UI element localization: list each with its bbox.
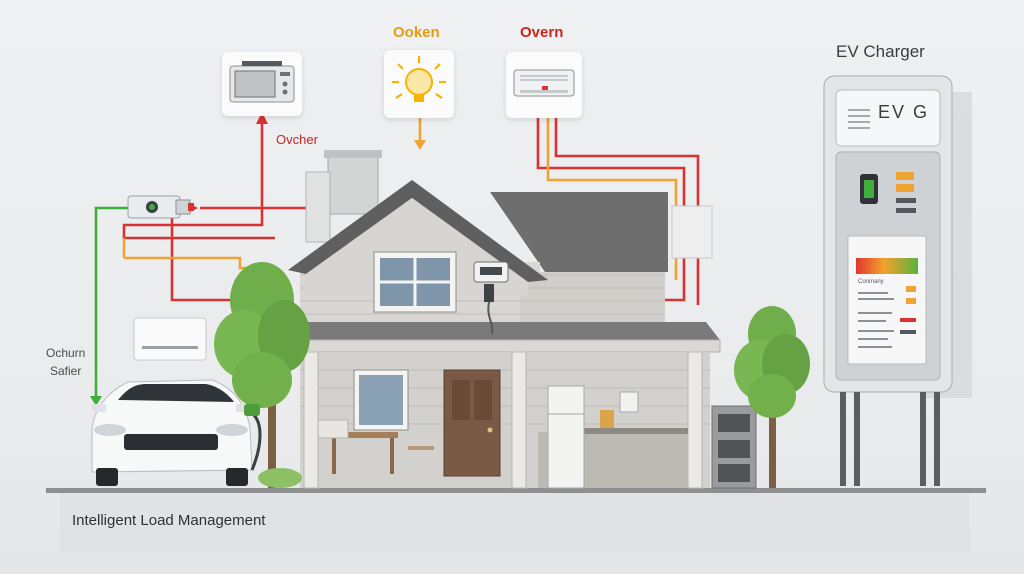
label-overn: Overn [520,24,564,41]
light-bulb-icon [392,56,446,102]
green-line-car [94,206,128,398]
arrow-bulb [414,140,426,150]
house [285,150,721,489]
ev-charger [823,75,972,486]
air-conditioner-icon [513,69,575,97]
load-gradient-bar [856,258,918,274]
label-ovcher: Ovcher [276,132,318,147]
charger-brand: EV G [878,102,930,122]
tree-left [214,262,310,488]
diagram-caption: Intelligent Load Management [72,512,266,529]
tree-right [734,306,810,488]
red-line-microwave [122,112,275,240]
label-ev-charger: EV Charger [836,42,925,61]
label-ooken: Ooken [393,24,440,41]
label-ochurn: Ochurn [46,346,86,360]
smart-meter-icon [473,261,509,335]
red-line-oven-1 [536,108,686,302]
ground-shadow [60,492,970,552]
wall-unit-icon [133,317,207,361]
house-side-box [671,205,713,259]
oven-stack-icon [711,405,757,489]
air-conditioner-card [506,52,582,118]
label-safier: Safier [50,364,82,378]
car [91,379,262,486]
ground-line [46,488,986,493]
camera-sensor-icon [127,195,194,219]
charger-panel-heading: Conmany [858,279,884,285]
arrow-car [90,396,102,406]
arrow-microwave [256,112,268,124]
bulb-card [384,50,454,118]
microwave-icon [229,61,295,103]
microwave-card [222,52,302,116]
